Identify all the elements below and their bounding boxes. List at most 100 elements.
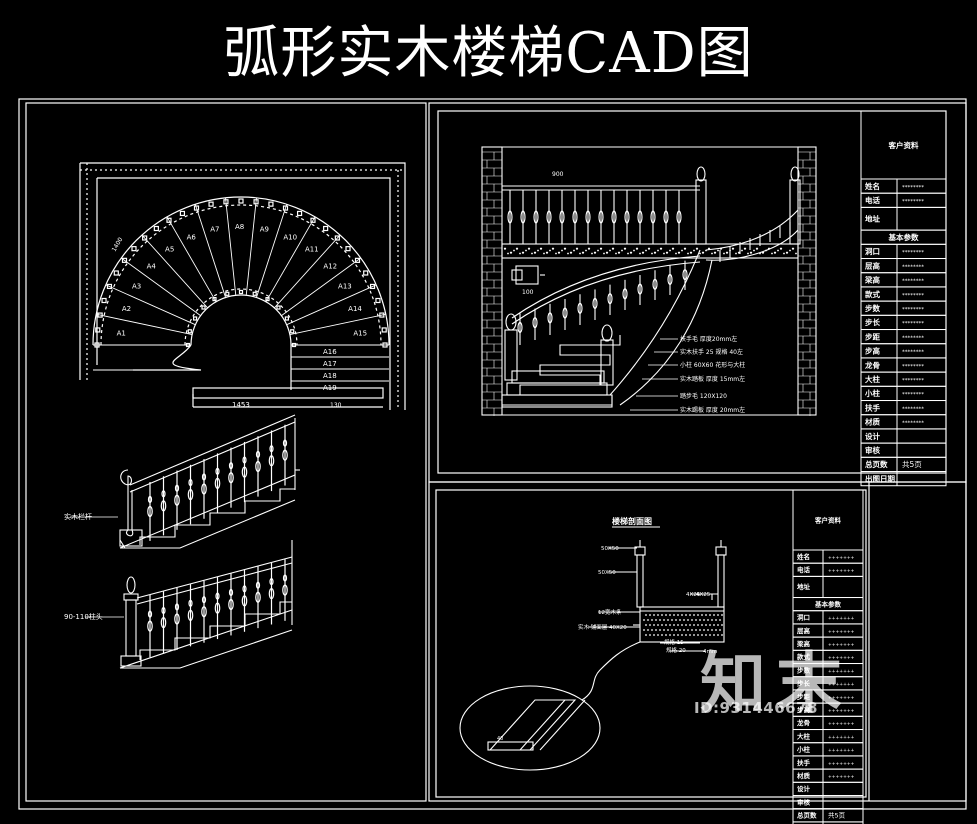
baluster-turning xyxy=(161,490,166,498)
watermark-logo: 知末 xyxy=(700,645,852,722)
slab-hatch xyxy=(735,252,737,255)
section-hatch xyxy=(719,619,721,621)
slab-hatch xyxy=(743,247,747,250)
plan-baluster-mark xyxy=(193,316,198,321)
plan-outer-arc xyxy=(92,196,390,346)
section-hatch xyxy=(657,624,659,626)
plan-step-label: A14 xyxy=(348,305,362,313)
plan-inner-arc xyxy=(190,294,292,346)
slab-hatch xyxy=(795,252,797,255)
section-hatch xyxy=(677,624,679,626)
baluster-turning xyxy=(214,477,221,489)
upper-baluster-turning xyxy=(507,210,513,224)
info-label: 步高 xyxy=(797,705,811,714)
slab-hatch xyxy=(747,252,749,255)
slab-hatch xyxy=(731,247,735,250)
plan-step-label: A4 xyxy=(147,262,157,270)
stair-baluster-turning xyxy=(547,312,553,324)
slab-hatch xyxy=(663,252,665,255)
baluster-turning xyxy=(241,466,248,478)
info-value: +++++++ xyxy=(828,668,855,674)
plan-baluster-mark xyxy=(290,329,295,334)
section-hatch xyxy=(703,619,705,621)
info-value: ******** xyxy=(902,321,924,327)
info-value: ******** xyxy=(902,378,924,384)
section-hatch xyxy=(717,624,719,626)
section-hatch xyxy=(721,614,723,616)
info-value: ******** xyxy=(902,350,924,356)
plan-tread-line xyxy=(141,234,208,309)
baluster-turning xyxy=(201,473,207,481)
slab-hatch xyxy=(623,247,627,250)
baluster-turning xyxy=(282,439,288,447)
section-hatch xyxy=(689,614,691,616)
slab-hatch xyxy=(737,251,741,254)
plan-dim-arc: 1400 xyxy=(111,236,125,253)
baluster-turning xyxy=(241,595,248,607)
baluster-turning xyxy=(269,445,274,453)
section-hatch xyxy=(687,629,689,631)
upper-baluster-turning xyxy=(676,210,682,224)
slab-hatch xyxy=(551,247,555,250)
section-hatch xyxy=(695,629,697,631)
plan-baluster-mark xyxy=(369,283,376,290)
info-value: +++++++ xyxy=(828,629,855,635)
info-label: 款式 xyxy=(797,652,811,661)
info-row xyxy=(792,821,864,824)
baluster-turning xyxy=(201,606,207,618)
info-value: ******** xyxy=(902,364,924,370)
plan-baluster-mark xyxy=(131,246,137,252)
info-section-title: 客户资料 xyxy=(888,140,919,150)
section-hatch xyxy=(667,629,669,631)
slab-hatch xyxy=(533,251,537,254)
info-value: +++++++ xyxy=(828,616,855,622)
section-hatch xyxy=(681,614,683,616)
baluster-turning xyxy=(188,478,193,487)
slab-hatch xyxy=(677,251,681,254)
stair-baluster-turning xyxy=(517,321,523,333)
baluster-turning xyxy=(268,588,275,600)
stair-baluster-turning xyxy=(607,293,613,305)
slab-hatch xyxy=(651,252,653,255)
plan-baluster-mark xyxy=(252,291,257,296)
section-hatch xyxy=(669,614,671,616)
info-label: 大柱 xyxy=(865,374,880,384)
section-callout: 实木 铺面层 40X20 xyxy=(578,623,627,631)
info-section-title: 基本参数 xyxy=(814,599,842,608)
section-callout: 4X25 xyxy=(686,592,701,598)
info-label: 设计 xyxy=(797,784,811,793)
info-label: 步长 xyxy=(797,679,811,688)
baluster-turning xyxy=(268,455,275,467)
slab-hatch xyxy=(779,247,783,250)
slab-hatch xyxy=(573,249,575,252)
baluster-turning xyxy=(201,596,207,604)
plan-baluster-mark xyxy=(95,327,101,333)
plan-baluster-mark xyxy=(375,297,381,304)
slab-hatch xyxy=(725,251,729,254)
baluster-turning xyxy=(269,578,274,586)
info-label: 地址 xyxy=(865,214,880,224)
info-value: 共5页 xyxy=(828,811,846,820)
upper-baluster-turning xyxy=(559,210,565,224)
section-hatch xyxy=(713,634,715,636)
info-value: +++++++ xyxy=(828,655,855,661)
section-hatch xyxy=(707,619,709,621)
info-label: 姓名 xyxy=(796,552,810,561)
section-hatch xyxy=(655,619,657,621)
slab-hatch xyxy=(591,252,593,255)
info-label: 步长 xyxy=(865,317,880,327)
section-hatch xyxy=(693,614,695,616)
section-hatch xyxy=(693,634,695,636)
slab-hatch xyxy=(689,251,693,254)
baluster-turning xyxy=(215,592,220,600)
slab-hatch xyxy=(683,247,687,250)
section-hatch xyxy=(695,619,697,621)
section-hatch xyxy=(697,614,699,616)
slab-hatch xyxy=(783,252,785,255)
slab-hatch xyxy=(515,247,519,250)
section-title: 楼梯剖面图 xyxy=(612,516,652,526)
slab-hatch xyxy=(789,249,791,252)
plan-baluster-mark xyxy=(193,205,200,211)
info-value: +++++++ xyxy=(828,682,855,688)
baluster-turning xyxy=(242,585,247,593)
